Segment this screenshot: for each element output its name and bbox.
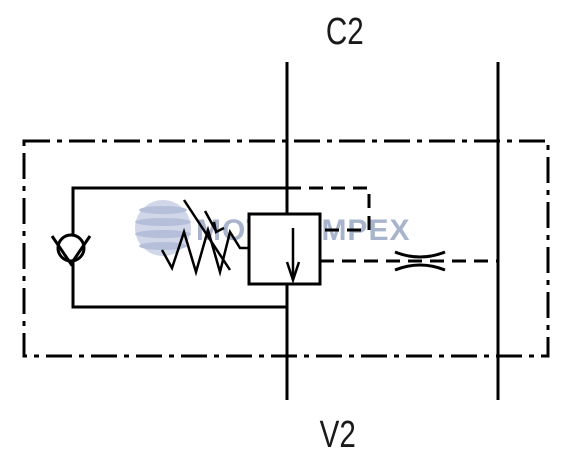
relief-valve-body <box>247 212 322 286</box>
valve-arrow-icon <box>285 228 301 284</box>
port-label-c2: C2 <box>326 11 364 53</box>
adjustable-spring-icon <box>160 199 249 277</box>
port-label-v2: V2 <box>320 414 356 456</box>
pilot-lines <box>287 186 498 263</box>
orifice-icon <box>394 250 446 272</box>
valve-enclosure <box>22 139 550 358</box>
check-valve-symbol <box>50 233 92 267</box>
globe-icon <box>135 200 191 256</box>
